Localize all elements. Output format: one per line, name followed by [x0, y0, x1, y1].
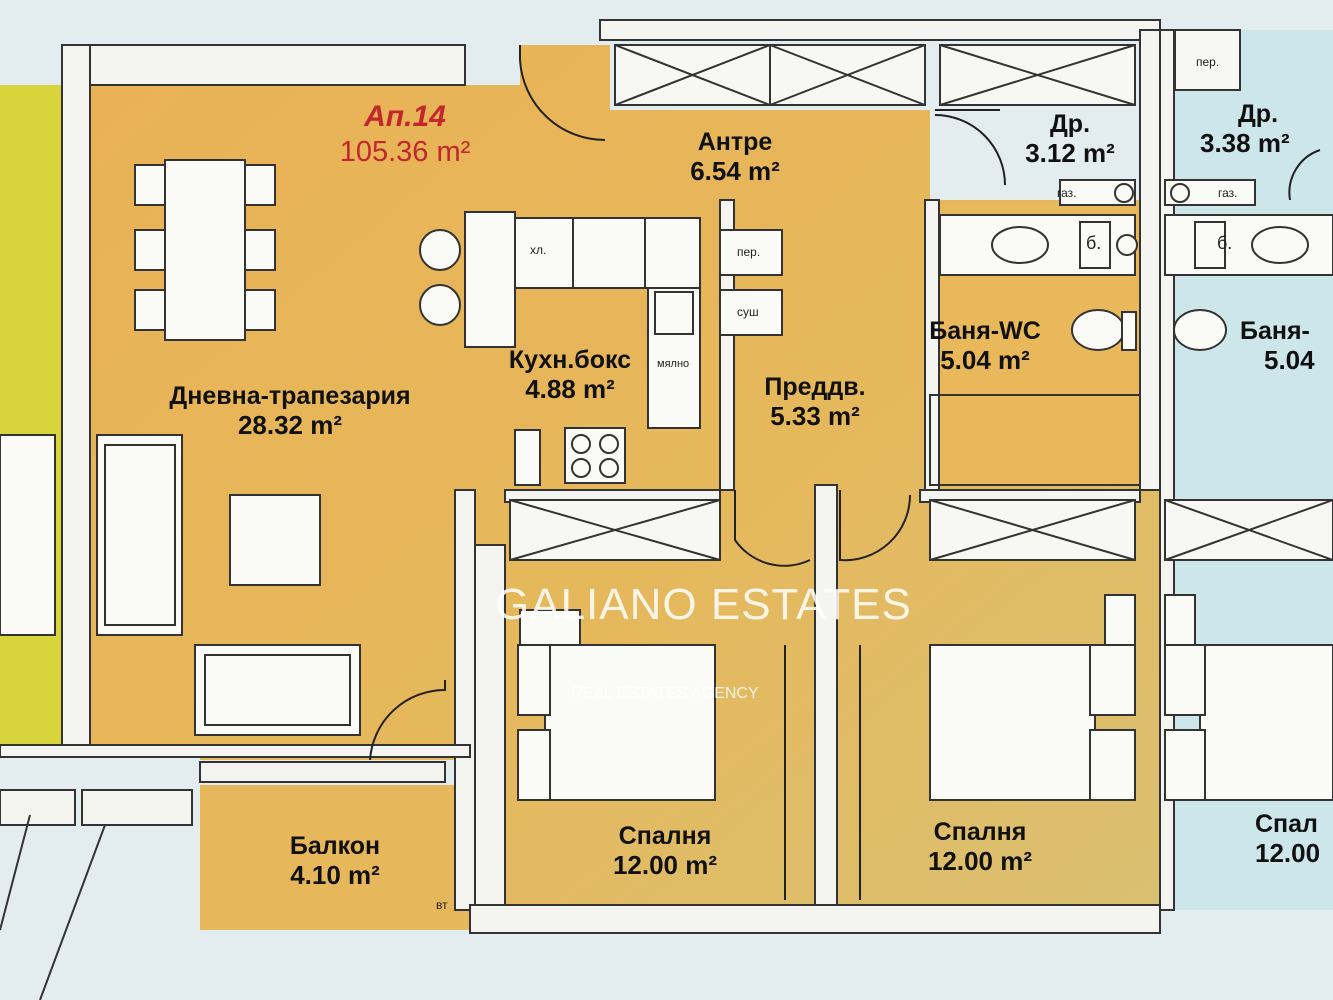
- room-name: Антре: [697, 128, 773, 156]
- room-area: 12.00 m²: [927, 845, 1033, 876]
- room-name: Баня-: [1240, 317, 1310, 345]
- dining-table: [134, 159, 276, 341]
- room-label-bedroom-2: Спалня 12.00 m²: [885, 818, 1075, 877]
- room-area: 3.12 m²: [1025, 137, 1115, 168]
- neighbor-bath-label: Баня- 5.04: [1240, 317, 1333, 376]
- room-name: Балкон: [289, 832, 381, 860]
- room-label-living: Дневна-трапезария 28.32 m²: [105, 382, 475, 441]
- room-label-bedroom-1: Спалня 12.00 m²: [570, 822, 760, 881]
- fridge-label: хл.: [530, 243, 547, 257]
- gas-label-neighbor: газ.: [1218, 186, 1238, 200]
- gas-label: газ.: [1057, 186, 1077, 200]
- room-name: Спалня: [618, 822, 712, 850]
- room-name: Др.: [1049, 110, 1091, 138]
- apartment-title: Ап.14 105.36 m²: [300, 100, 510, 169]
- apartment-total-area: 105.36 m²: [339, 136, 471, 168]
- balcony-floor: [200, 785, 470, 930]
- boiler-label: б.: [1086, 233, 1102, 253]
- room-area: 12.00: [1255, 837, 1321, 868]
- room-name: Преддв.: [764, 373, 866, 401]
- room-label-kitchen: Кухн.бокс 4.88 m²: [470, 346, 670, 405]
- bathroom-fixtures: [929, 179, 1333, 486]
- room-label-bathroom: Баня-WC 5.04 m²: [890, 317, 1080, 376]
- balcony-vt-label: вт: [436, 898, 448, 912]
- dryer-label: суш: [737, 305, 759, 319]
- neighbor-fridge-label: пер.: [1196, 55, 1220, 69]
- washer-label: пер.: [737, 245, 761, 259]
- room-name: Спалня: [933, 818, 1027, 846]
- watermark-tagline: REAL ESTATES AGENCY: [571, 685, 759, 702]
- neighbor-bedroom-label: Спал 12.00: [1255, 810, 1333, 869]
- room-name: Кухн.бокс: [508, 346, 632, 374]
- neighbor-storage-label: Др. 3.38 m²: [1200, 100, 1333, 159]
- room-area: 3.38 m²: [1200, 127, 1290, 158]
- boiler-label-neighbor: б.: [1217, 233, 1233, 253]
- beds: [517, 594, 1333, 801]
- apartment-number: Ап.14: [364, 100, 446, 133]
- balcony-rail: [0, 761, 446, 1000]
- room-area: 5.33 m²: [770, 400, 860, 431]
- room-area: 5.04 m²: [940, 344, 1030, 375]
- neighbor-left-apartment: [0, 85, 62, 745]
- room-label-hall: Преддв. 5.33 m²: [720, 373, 910, 432]
- room-area: 28.32 m²: [237, 409, 343, 440]
- room-label-balcony: Балкон 4.10 m²: [250, 832, 420, 891]
- room-area: 6.54 m²: [690, 155, 780, 186]
- room-area: 5.04: [1264, 344, 1315, 375]
- room-name: Баня-WC: [929, 317, 1041, 345]
- room-area: 12.00 m²: [612, 849, 718, 880]
- room-area: 4.88 m²: [525, 373, 615, 404]
- room-label-entry: Антре 6.54 m²: [630, 128, 840, 187]
- walls: [0, 19, 1175, 934]
- dishwasher-label: мялно: [657, 358, 690, 370]
- living-furniture: [0, 434, 361, 736]
- room-name: Др.: [1238, 100, 1279, 128]
- wardrobes: [509, 29, 1333, 561]
- doors: [369, 45, 1321, 900]
- kitchen-counter: [419, 211, 783, 486]
- room-name: Дневна-трапезария: [169, 382, 411, 410]
- room-label-storage: Др. 3.12 m²: [1005, 110, 1135, 169]
- room-name: Спал: [1255, 810, 1318, 838]
- room-area: 4.10 m²: [290, 859, 380, 890]
- watermark-brand: GALIANO ESTATES: [495, 580, 912, 629]
